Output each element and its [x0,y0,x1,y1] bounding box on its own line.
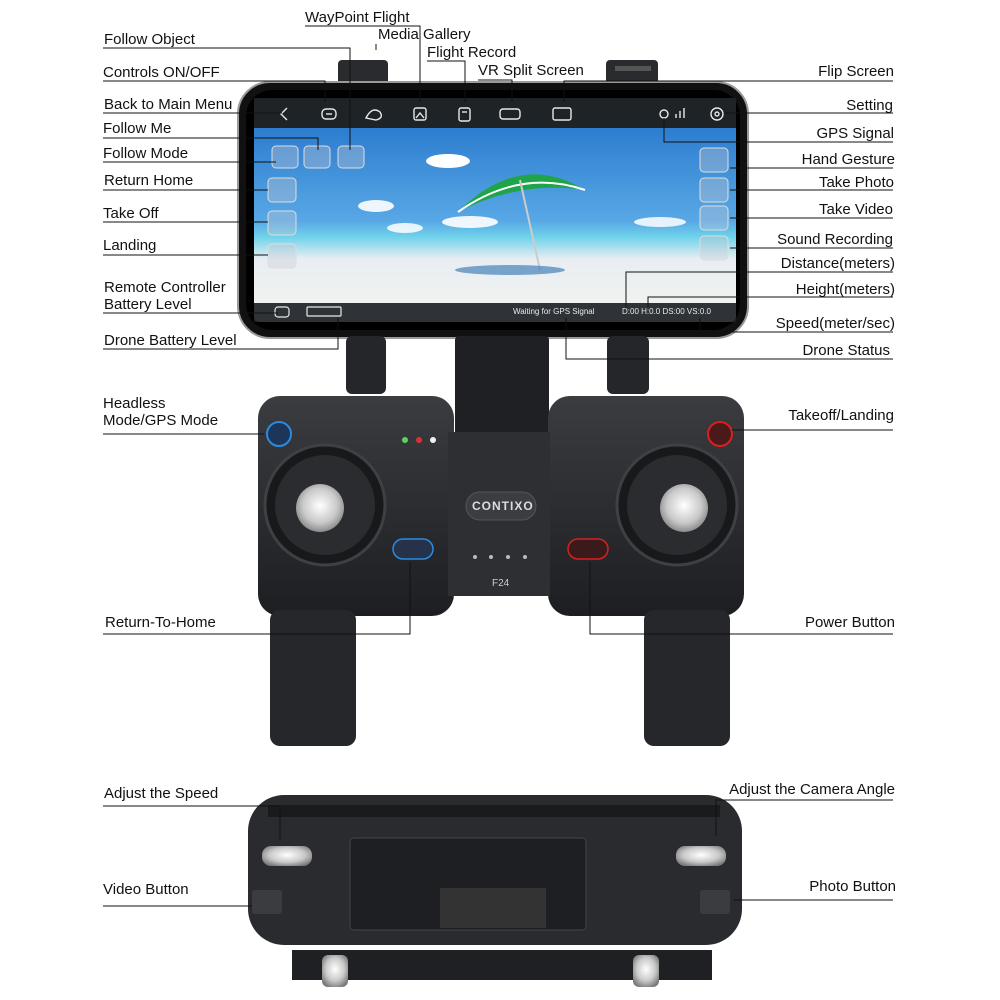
follow-mode-button[interactable] [271,145,299,169]
hand-gesture-button[interactable] [699,147,729,173]
label-flip-screen: Flip Screen [818,63,894,80]
settings-gear-icon[interactable] [710,107,724,121]
landing-button[interactable] [267,243,297,269]
label-media-gallery: Media Gallery [378,26,471,43]
media-gallery-icon[interactable] [413,107,427,121]
camera-angle-dial[interactable] [676,846,726,866]
label-speed: Speed(meter/sec) [775,315,895,332]
label-height: Height(meters) [795,281,895,298]
speed-dial[interactable] [262,846,312,866]
label-takeoff-landing: Takeoff/Landing [788,407,894,424]
status-led-white [430,437,436,443]
left-app-buttons [267,145,365,269]
takeoff-landing-button[interactable] [707,421,733,447]
video-button[interactable] [252,890,282,914]
label-return-home: Return Home [104,172,194,189]
label-vr-split-screen: VR Split Screen [478,62,584,79]
label-gps-signal: GPS Signal [816,125,894,142]
label-waypoint-flight: WayPoint Flight [305,9,410,26]
model-label: F24 [492,578,510,589]
return-to-home-button[interactable] [392,538,434,560]
right-joystick[interactable] [615,443,739,567]
flight-record-icon[interactable] [458,107,471,122]
label-take-video: Take Video [819,201,893,218]
photo-button[interactable] [700,890,730,914]
gps-status-text: Waiting for GPS Signal [513,307,595,316]
take-video-button[interactable] [699,205,729,231]
phone-holder-arms [346,336,649,436]
label-flight-record: Flight Record [427,44,517,61]
drone-battery-icon [306,306,342,317]
controls-toggle-icon[interactable] [321,108,337,120]
label-remote-battery-line1: Remote Controller [104,279,226,296]
label-follow-object: Follow Object [104,31,195,48]
headless-mode-button[interactable] [266,421,292,447]
left-joystick[interactable] [263,443,387,567]
callout-lines [103,25,893,907]
label-sound-recording: Sound Recording [777,231,893,248]
label-controls-on-off: Controls ON/OFF [103,64,220,81]
label-take-photo: Take Photo [818,174,894,191]
label-drone-status: Drone Status [802,342,890,359]
center-indicator-icons [473,555,527,559]
label-distance: Distance(meters) [780,255,895,272]
label-setting: Setting [846,97,893,114]
label-hand-gesture: Hand Gesture [801,151,895,168]
top-toolbar-icons [280,107,724,122]
right-app-buttons [699,147,729,261]
power-button[interactable] [567,538,609,560]
controller-top-view [248,795,742,980]
label-power-button: Power Button [804,614,895,631]
status-led-green [402,437,408,443]
vr-split-screen-icon[interactable] [499,108,521,120]
label-drone-battery-level: Drone Battery Level [104,332,237,349]
app-screen [254,98,736,322]
flip-screen-icon[interactable] [552,107,572,121]
label-return-to-home: Return-To-Home [105,614,216,631]
take-off-button[interactable] [267,210,297,236]
label-headless-line1: Headless [103,395,166,412]
label-photo-button: Photo Button [809,878,896,895]
label-headless-line2: Mode/GPS Mode [103,412,219,429]
back-arrow-icon[interactable] [280,107,288,121]
label-adjust-camera-angle: Adjust the Camera Angle [729,781,895,798]
label-video-button: Video Button [103,881,189,898]
remote-battery-icon [274,306,290,318]
label-landing: Landing [103,237,157,254]
bottom-bar-icons [274,306,342,318]
label-back-to-main-menu: Back to Main Menu [104,96,233,113]
telemetry-readout: D:00 H:0.0 DS:00 VS:0.0 [622,307,711,316]
label-adjust-speed: Adjust the Speed [104,785,219,802]
label-remote-battery-line2: Battery Level [104,296,192,313]
sound-recording-button[interactable] [699,235,729,261]
status-led-red [416,437,422,443]
label-follow-me: Follow Me [103,120,172,137]
label-follow-mode: Follow Mode [103,145,189,162]
bottom-antenna-knobs [322,955,659,987]
follow-me-button[interactable] [303,145,331,169]
take-photo-button[interactable] [699,177,729,203]
return-home-button[interactable] [267,177,297,203]
follow-object-button[interactable] [337,145,365,169]
brand-logo: CONTIXO [472,499,534,513]
label-take-off: Take Off [103,205,159,222]
waypoint-flight-icon[interactable] [364,109,383,121]
